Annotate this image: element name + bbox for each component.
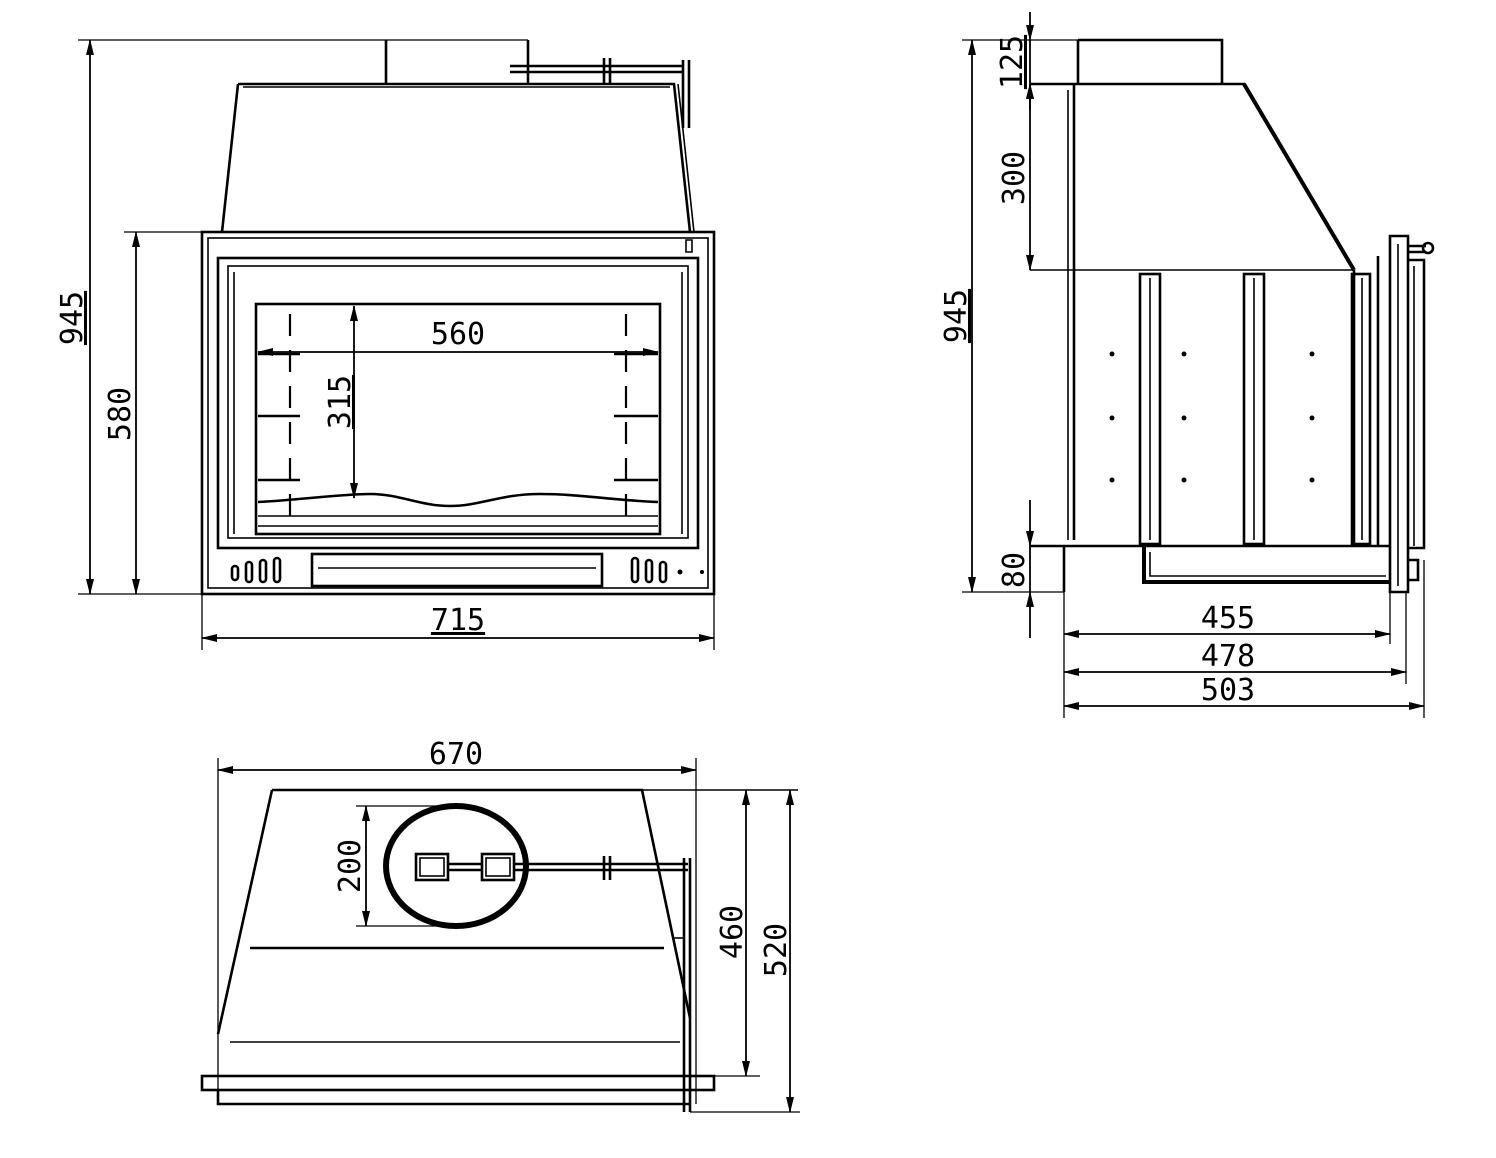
side-view: 945 125 300 80 455 478 503 xyxy=(939,12,1435,718)
top-depth-520-label: 520 xyxy=(759,923,794,977)
top-width-label: 670 xyxy=(429,737,483,772)
side-hood-height-label: 300 xyxy=(997,151,1032,205)
top-flue-diameter-label: 200 xyxy=(333,839,368,893)
front-overall-height-label: 945 xyxy=(55,291,90,345)
side-overall-height-label: 945 xyxy=(939,289,974,343)
side-depth-455-label: 455 xyxy=(1201,601,1255,636)
flue-outlet xyxy=(383,803,529,929)
front-body-height-label: 580 xyxy=(103,387,138,441)
top-depth-460-label: 460 xyxy=(715,905,750,959)
side-base-height-label: 80 xyxy=(997,552,1032,588)
side-collar-height-label: 125 xyxy=(995,35,1030,89)
front-view: 945 580 715 560 315 xyxy=(55,39,716,650)
front-overall-width-label: 715 xyxy=(431,603,485,638)
side-bolt-dots xyxy=(1109,351,1315,483)
front-opening-height-label: 315 xyxy=(323,375,358,429)
side-depth-478-label: 478 xyxy=(1201,639,1255,674)
front-opening-width-label: 560 xyxy=(431,317,485,352)
top-view: 670 200 460 520 xyxy=(200,737,800,1113)
side-depth-503-label: 503 xyxy=(1201,673,1255,708)
